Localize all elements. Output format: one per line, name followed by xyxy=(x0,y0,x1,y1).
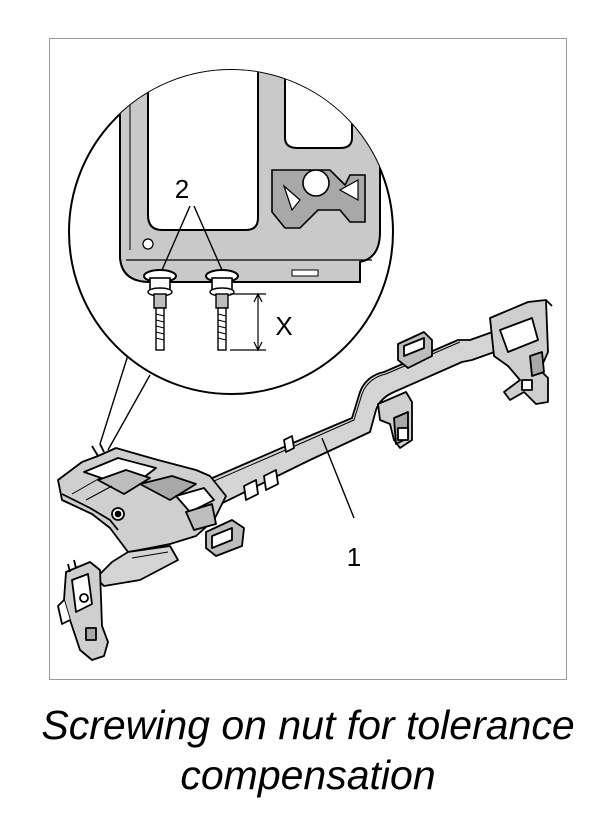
bracket-hole xyxy=(302,169,330,197)
callout-2-leaders xyxy=(161,205,223,271)
lower-arm xyxy=(95,545,179,587)
callout-1-leader xyxy=(321,437,355,519)
caption-line-1: Screwing on nut for tolerance xyxy=(41,702,575,748)
callout-1-label: 1 xyxy=(347,542,361,572)
caption-line-2: compensation xyxy=(180,752,436,798)
technical-illustration: 2 X xyxy=(57,69,553,661)
figure-caption: Screwing on nut for tolerance compensati… xyxy=(0,700,616,800)
bracket-cutout xyxy=(271,169,366,229)
bracket-right-window xyxy=(284,70,353,149)
callout-x-label: X xyxy=(275,311,292,341)
bolt-left xyxy=(143,269,177,351)
magnifier-lines xyxy=(99,354,151,451)
bolt-right xyxy=(205,269,239,351)
crossmember-assembly xyxy=(57,299,553,661)
callout-2-label: 2 xyxy=(175,174,189,204)
bracket-left-window xyxy=(147,70,259,231)
dimension-x xyxy=(230,292,266,352)
